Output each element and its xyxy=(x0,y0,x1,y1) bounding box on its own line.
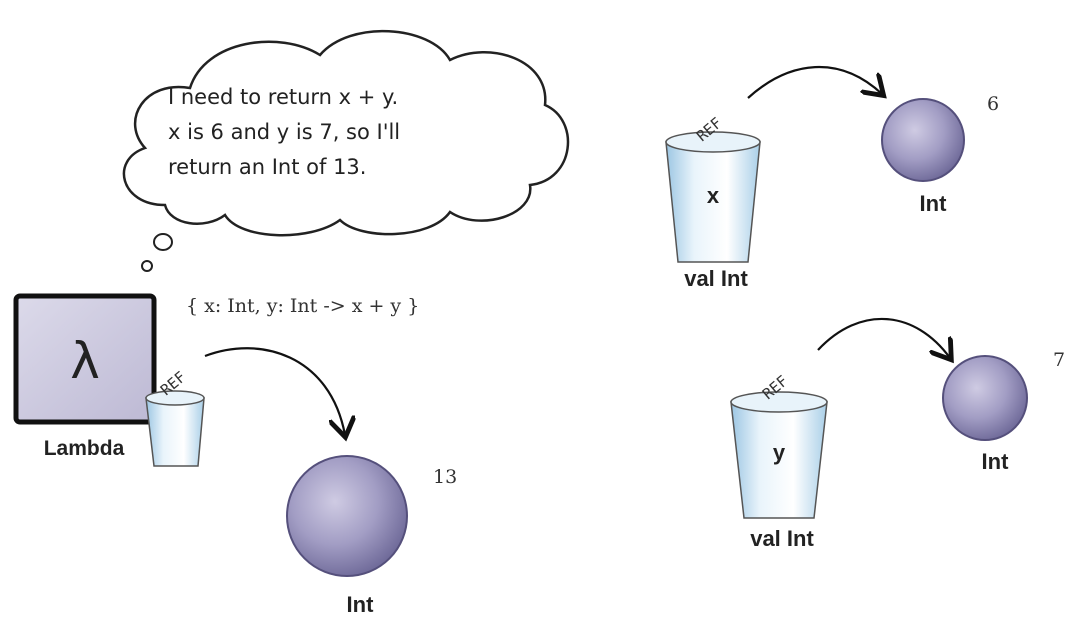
cup-rim xyxy=(145,390,205,406)
x-int-object: 6 Int xyxy=(881,93,999,216)
thought-dot-small xyxy=(141,260,153,272)
cup-body xyxy=(145,397,205,467)
thought-bubble: I need to return x + y. x is 6 and y is … xyxy=(122,29,570,272)
var-name: y xyxy=(773,440,786,465)
result-int-object: 13 Int xyxy=(286,455,457,617)
var-type-label: val Int xyxy=(684,266,748,291)
int-type-label: Int xyxy=(920,191,948,216)
thought-dot-large xyxy=(153,233,173,251)
var-y-ref-cup: y REF val Int xyxy=(730,372,828,551)
int-ball xyxy=(881,98,965,182)
lambda-expression: { x: Int, y: Int -> x + y } xyxy=(186,295,419,317)
arrow-lambda-to-result xyxy=(204,347,345,435)
int-value: 6 xyxy=(987,93,999,115)
cup-rim xyxy=(665,131,761,153)
cup-rim xyxy=(730,391,828,413)
lambda-label: Lambda xyxy=(44,437,125,460)
var-name: x xyxy=(707,183,720,208)
lambda-box xyxy=(13,293,157,425)
arrow-x-to-int xyxy=(747,65,882,99)
int-ball xyxy=(286,455,408,577)
thought-cloud xyxy=(122,29,570,237)
var-type-label: val Int xyxy=(750,526,814,551)
lambda-object: λ Lambda xyxy=(13,293,157,460)
thought-line-3: return an Int of 13. xyxy=(168,155,366,179)
int-ball xyxy=(942,355,1028,441)
int-value: 13 xyxy=(433,466,457,488)
int-type-label: Int xyxy=(347,592,375,617)
int-value: 7 xyxy=(1053,349,1065,371)
lambda-symbol: λ xyxy=(70,332,100,390)
thought-line-1: I need to return x + y. xyxy=(168,85,398,109)
thought-line-2: x is 6 and y is 7, so I'll xyxy=(168,120,400,144)
y-int-object: 7 Int xyxy=(942,349,1065,474)
arrow-y-to-int xyxy=(817,318,950,358)
int-type-label: Int xyxy=(982,449,1010,474)
var-x-ref-cup: x REF val Int xyxy=(665,114,761,291)
